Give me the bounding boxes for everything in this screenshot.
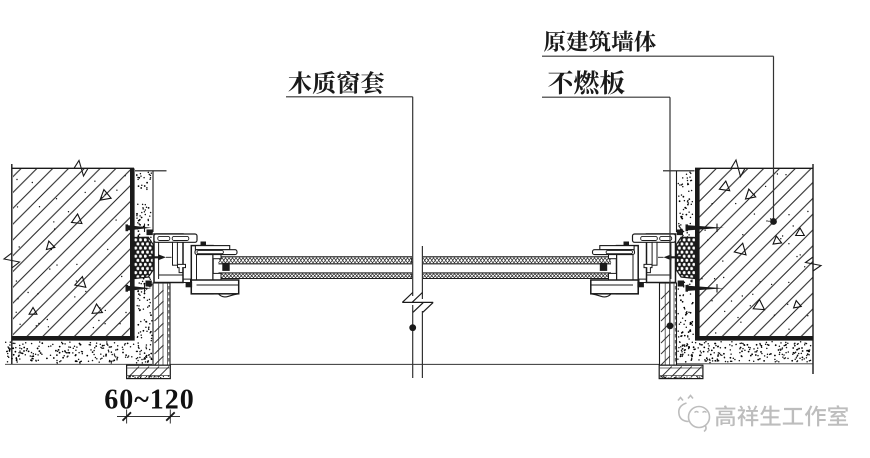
svg-text:60~120: 60~120 (104, 385, 195, 416)
